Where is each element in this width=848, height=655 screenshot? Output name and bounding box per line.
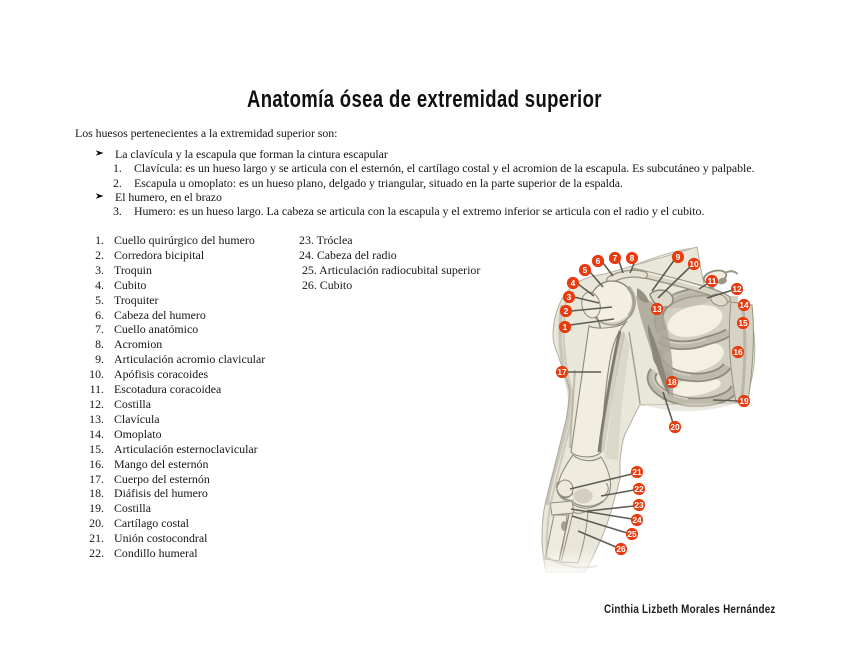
svg-text:20: 20 [670,422,680,432]
svg-text:2: 2 [564,306,569,316]
svg-text:19: 19 [739,396,749,406]
svg-text:9: 9 [676,252,681,262]
svg-text:16: 16 [733,347,743,357]
svg-text:12: 12 [732,284,742,294]
svg-text:1: 1 [563,322,568,332]
svg-text:24: 24 [632,515,642,525]
svg-text:22: 22 [634,484,644,494]
svg-text:6: 6 [596,256,601,266]
svg-text:7: 7 [613,253,618,263]
svg-text:25: 25 [627,529,637,539]
svg-text:3: 3 [567,292,572,302]
svg-text:14: 14 [739,300,749,310]
svg-text:5: 5 [583,265,588,275]
svg-text:13: 13 [652,304,662,314]
svg-text:23: 23 [634,500,644,510]
svg-text:17: 17 [557,367,567,377]
svg-text:26: 26 [616,544,626,554]
svg-text:21: 21 [632,467,642,477]
svg-text:4: 4 [571,278,576,288]
svg-text:10: 10 [689,259,699,269]
svg-text:8: 8 [630,253,635,263]
svg-text:15: 15 [738,318,748,328]
svg-text:18: 18 [667,377,677,387]
svg-text:11: 11 [708,276,717,286]
